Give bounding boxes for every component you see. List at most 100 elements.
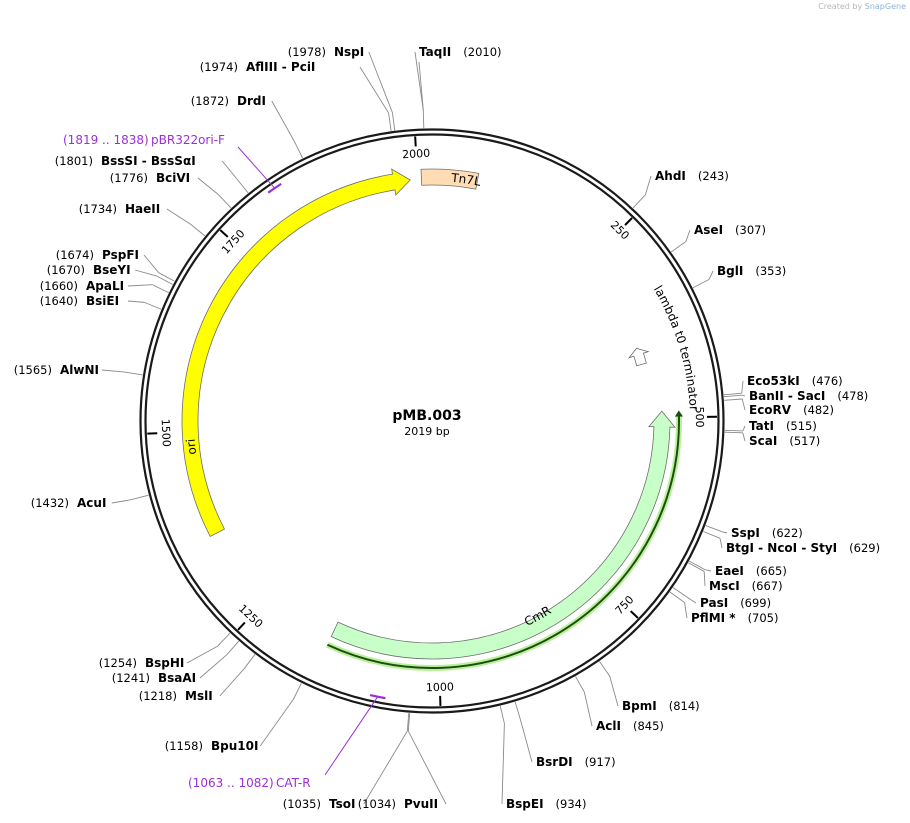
site-leader-2: [271, 100, 296, 143]
primer-name: CAT-R: [276, 776, 311, 790]
site-name-ahdi: AhdI: [655, 169, 686, 183]
site-leader-2: [708, 270, 714, 280]
site-pos: (1254): [99, 656, 137, 670]
site-pos: (1974): [200, 60, 238, 74]
tick-mark: [624, 217, 633, 226]
site-pos: (705): [748, 611, 779, 625]
site-name-pasi: PasI: [700, 596, 728, 610]
site-pos: (1978): [288, 45, 326, 59]
site-pos: (629): [849, 541, 880, 555]
site-name-bsrdi: BsrDI: [536, 755, 573, 769]
site-name-haeii: HaeII: [125, 202, 160, 216]
site-leader-2: [684, 602, 688, 619]
site-leader: [703, 531, 721, 539]
site-leader: [407, 713, 411, 732]
site-pos: (665): [756, 564, 787, 578]
site-pos: (1241): [112, 671, 150, 685]
site-pos: (1218): [139, 689, 177, 703]
site-leader-2: [111, 499, 132, 504]
site-name-nspi: NspI: [334, 45, 364, 59]
credit-prefix: Created by: [818, 2, 863, 11]
tick-label: 1000: [426, 680, 454, 694]
site-pos: (1872): [191, 94, 229, 108]
site-name-bsphi: BspHI: [145, 656, 184, 670]
backbone-inner: [144, 133, 720, 709]
site-name-scai: ScaI: [749, 434, 777, 448]
site-leader: [499, 705, 505, 724]
site-leader-2: [143, 254, 159, 273]
site-leader: [152, 284, 169, 294]
site-leader: [391, 112, 396, 131]
site-name-ecorv: EcoRV: [749, 403, 792, 417]
site-pos: (814): [669, 699, 700, 713]
site-pos: (1034): [358, 797, 396, 811]
tick-mark: [237, 621, 246, 631]
site-leader-2: [101, 369, 125, 373]
site-pos: (1432): [31, 496, 69, 510]
feature-lambda-t0-terminator: [627, 347, 650, 367]
site-leader-2: [368, 51, 393, 113]
site-leader: [724, 429, 743, 432]
feature-tn7l: [420, 168, 480, 190]
site-pos: (845): [633, 719, 664, 733]
site-name-drdi: DrdI: [237, 94, 266, 108]
site-leader: [692, 279, 710, 289]
site-name-tsoi: TsoI: [329, 797, 355, 811]
site-name-alwni: AlwNI: [60, 363, 99, 377]
site-leader: [226, 640, 240, 656]
tick-mark: [630, 610, 639, 619]
site-pos: (476): [812, 374, 843, 388]
site-name-acui: AcuI: [77, 496, 106, 510]
site-pos: (622): [772, 526, 803, 540]
site-leader-2: [741, 398, 746, 411]
site-leader-2: [221, 160, 238, 180]
site-leader-2: [609, 676, 619, 707]
site-leader-2: [742, 432, 746, 442]
site-leader: [723, 392, 742, 396]
site-name-banii-saci: BanII - SacI: [749, 389, 825, 403]
site-name-btgi-ncoi-styi: BtgI - NcoI - StyI: [726, 541, 837, 555]
site-name-eco53ki: Eco53kI: [747, 374, 800, 388]
feature-label-tn7l: Tn7L: [450, 171, 483, 189]
site-leader-2: [644, 175, 652, 195]
site-pos: (1670): [47, 263, 85, 277]
tick-label: 1500: [159, 419, 173, 448]
site-name-bgli: BglI: [717, 264, 743, 278]
site-leader-2: [742, 425, 746, 432]
site-leader: [514, 701, 521, 720]
site-pos: (917): [585, 755, 616, 769]
site-pos: (934): [556, 797, 587, 811]
primer-arc: [267, 182, 282, 194]
site-leader: [688, 562, 705, 572]
site-pos: (515): [786, 419, 817, 433]
site-leader-2: [414, 51, 424, 111]
site-leader: [236, 178, 249, 194]
site-name-pflmi: PflMI *: [691, 611, 736, 625]
site-pos: (1158): [165, 739, 203, 753]
tick-mark: [219, 229, 229, 238]
site-name-bpmi: BpmI: [622, 699, 657, 713]
site-leader-2: [685, 229, 691, 242]
credit-brand: SnapGene: [864, 2, 906, 11]
site-pos: (1801): [55, 154, 93, 168]
site-leader-2: [722, 531, 728, 534]
site-leader: [158, 272, 175, 282]
site-leader-2: [359, 66, 389, 114]
site-leader: [705, 525, 723, 533]
site-name-msci: MscI: [709, 579, 740, 593]
feature-label-text: ori: [184, 438, 200, 455]
site-pos: (517): [789, 434, 820, 448]
backbone-outer: [139, 128, 725, 714]
primer-leader: [237, 146, 276, 189]
site-name-apali: ApaLI: [86, 279, 124, 293]
plasmid-length: 2019 bp: [404, 425, 449, 438]
site-name-bsssi-bsss-i: BssSI - BssSαI: [101, 154, 196, 168]
snapgene-credit: Created by SnapGene: [818, 2, 906, 11]
site-pos: (482): [803, 403, 834, 417]
site-pos: (478): [837, 389, 868, 403]
site-pos: (1660): [40, 279, 78, 293]
site-leader: [670, 241, 687, 253]
site-leader: [669, 591, 685, 603]
site-leader-2: [259, 699, 294, 747]
